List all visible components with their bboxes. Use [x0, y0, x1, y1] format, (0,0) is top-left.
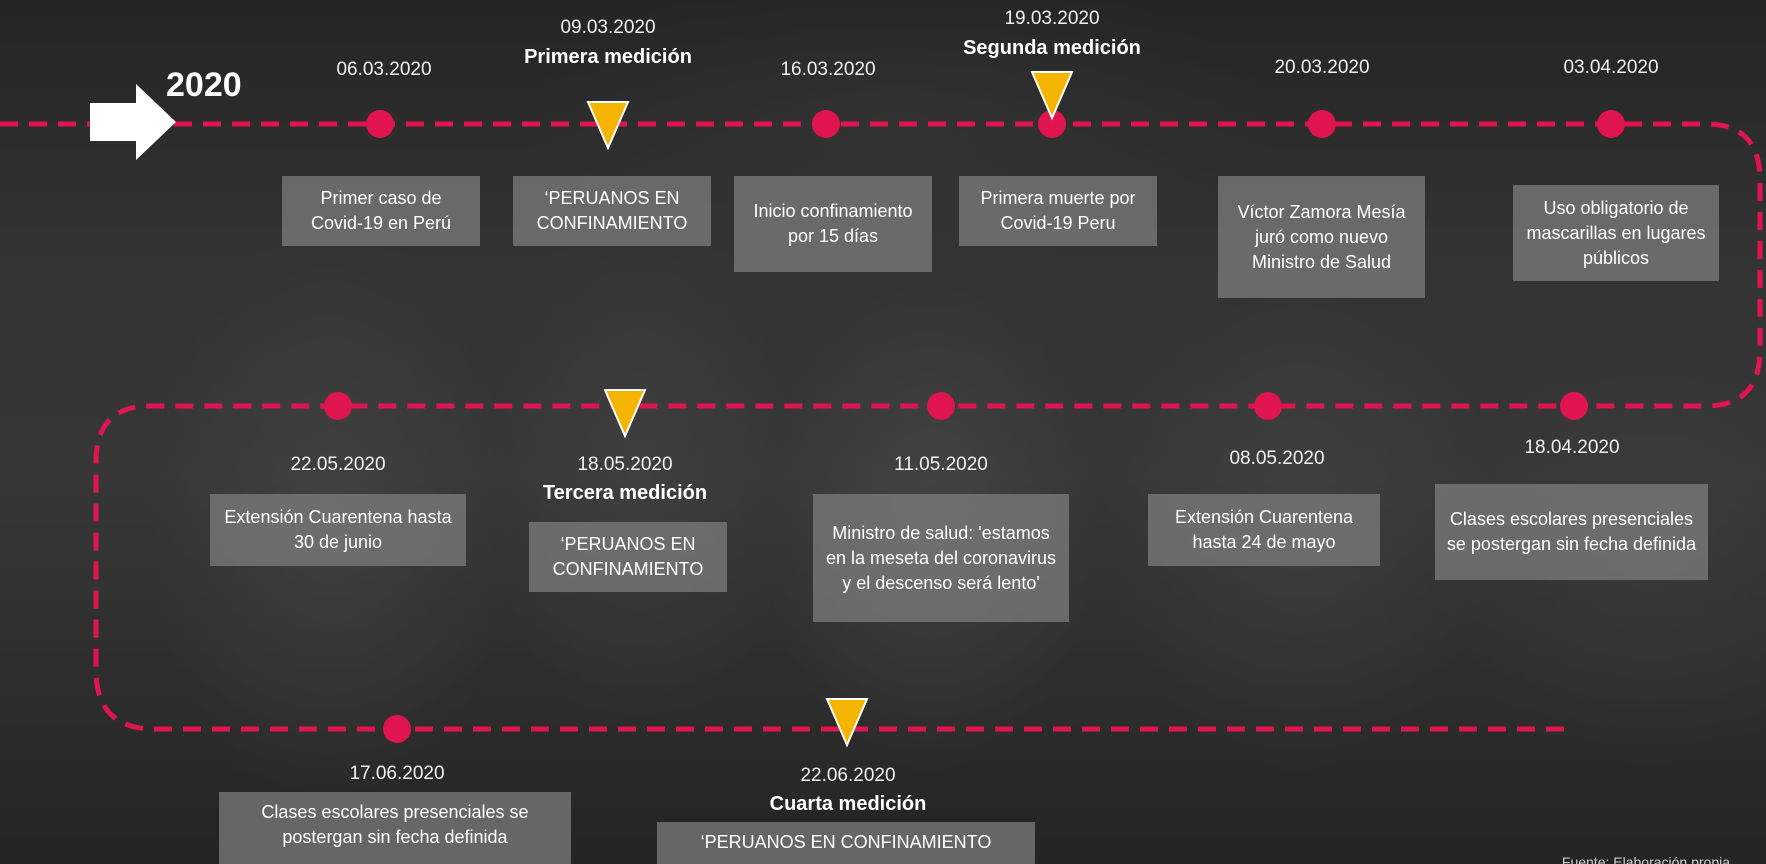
event-box: ‘PERUANOS EN CONFINAMIENTO	[529, 522, 727, 592]
event-box: Clases escolares presenciales se posterg…	[1435, 484, 1708, 580]
start-arrow-icon	[90, 84, 176, 160]
event-date: 03.04.2020	[1563, 57, 1659, 78]
timeline-dot	[1560, 392, 1588, 420]
event-date: 17.06.2020	[349, 763, 445, 784]
event-box: Inicio confinamiento por 15 días	[734, 176, 932, 272]
measurement-marker-icon	[586, 101, 630, 151]
event-date: 20.03.2020	[1274, 57, 1370, 78]
event-box: Uso obligatorio de mascarillas en lugare…	[1513, 185, 1719, 281]
event-date: 08.05.2020	[1229, 448, 1325, 469]
event-date: 09.03.2020	[560, 17, 656, 38]
event-box: Clases escolares presenciales se posterg…	[219, 792, 571, 864]
event-box: Ministro de salud: 'estamos en la meseta…	[813, 494, 1069, 622]
timeline-dot	[812, 110, 840, 138]
measurement-label: Cuarta medición	[769, 793, 927, 815]
source-footnote: Fuente: Elaboración propia	[1561, 854, 1730, 864]
year-label: 2020	[166, 66, 242, 104]
timeline-dot	[383, 715, 411, 743]
timeline-dot	[927, 392, 955, 420]
timeline-dot	[1308, 110, 1336, 138]
event-box: Primera muerte por Covid-19 Peru	[959, 176, 1157, 246]
timeline-dot	[366, 110, 394, 138]
measurement-marker-icon	[1030, 71, 1074, 121]
event-date: 18.04.2020	[1524, 437, 1620, 458]
event-box: Víctor Zamora Mesía juró como nuevo Mini…	[1218, 176, 1425, 298]
measurement-label: Primera medición	[524, 46, 692, 68]
event-box: Primer caso de Covid-19 en Perú	[282, 176, 480, 246]
timeline-dot	[1597, 110, 1625, 138]
measurement-label: Segunda medición	[963, 37, 1141, 59]
event-date: 11.05.2020	[894, 454, 988, 475]
track-path	[0, 121, 1763, 732]
event-box: Extensión Cuarentena hasta 24 de mayo	[1148, 494, 1380, 566]
event-date: 18.05.2020	[577, 454, 673, 475]
event-date: 06.03.2020	[336, 59, 432, 80]
event-box: Extensión Cuarentena hasta 30 de junio	[210, 494, 466, 566]
event-date: 16.03.2020	[780, 59, 876, 80]
event-date: 22.06.2020	[800, 765, 896, 786]
measurement-marker-icon	[825, 698, 869, 748]
measurement-marker-icon	[603, 389, 647, 439]
timeline-dot	[324, 392, 352, 420]
event-date: 19.03.2020	[1004, 8, 1100, 29]
event-box: ‘PERUANOS EN CONFINAMIENTO	[657, 822, 1035, 864]
timeline-dot	[1038, 110, 1066, 138]
event-date: 22.05.2020	[290, 454, 386, 475]
timeline-dot	[1254, 392, 1282, 420]
measurement-label: Tercera medición	[542, 482, 708, 504]
event-box: ‘PERUANOS EN CONFINAMIENTO	[513, 176, 711, 246]
